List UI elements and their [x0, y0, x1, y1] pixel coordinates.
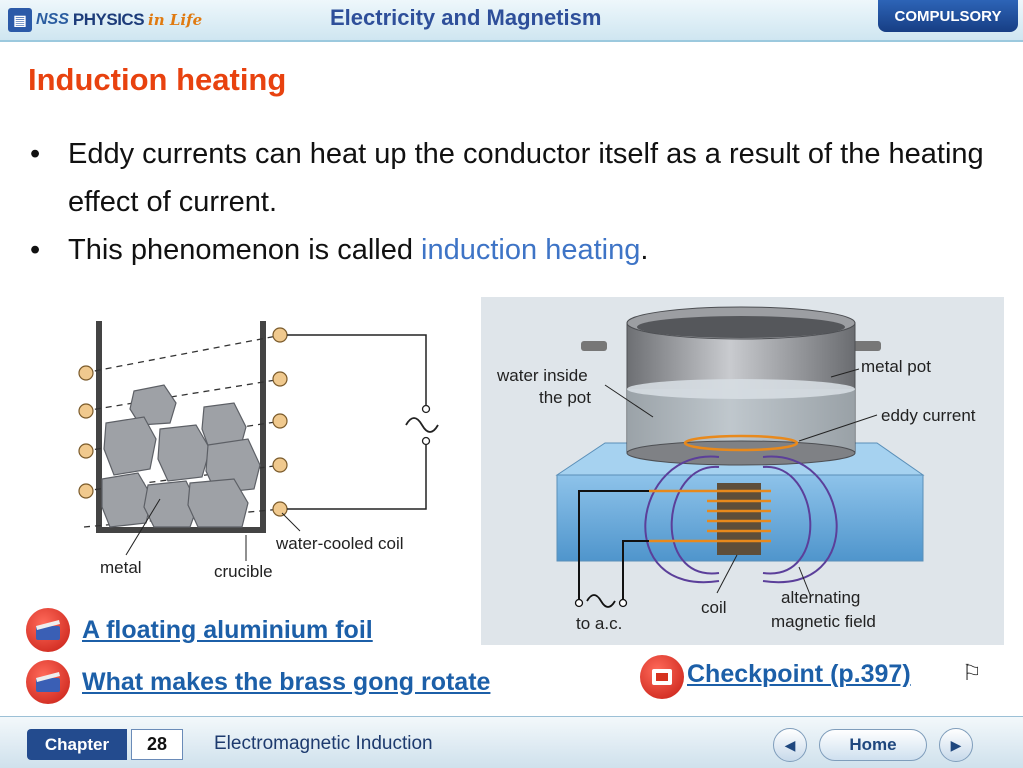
bullet-suffix: . — [640, 234, 649, 266]
top-header-bar: ▤ NSS PHYSICS in Life Electricity and Ma… — [0, 0, 1023, 42]
checkpoint-icon[interactable] — [640, 655, 684, 699]
arrow-left-icon: ◀ — [784, 736, 796, 753]
checkpoint-link[interactable]: Checkpoint (p.397) — [687, 660, 911, 688]
label-the-pot: the pot — [539, 388, 591, 407]
bullet-item: • This phenomenon is called induction he… — [30, 226, 990, 274]
next-button[interactable]: ▶ — [939, 728, 973, 762]
logo-in-life-text: in Life — [148, 11, 203, 29]
label-metal-pot: metal pot — [861, 357, 931, 376]
flag-icon[interactable]: ⚐ — [962, 660, 982, 685]
slide-title: Induction heating — [28, 62, 287, 97]
arrow-right-icon: ▶ — [950, 736, 962, 753]
compulsory-badge: COMPULSORY — [878, 0, 1018, 32]
furnace-diagram: metal crucible water-cooled coil — [64, 299, 456, 591]
label-water-cooled-coil: water-cooled coil — [275, 534, 404, 553]
chapter-number: 28 — [131, 729, 183, 760]
label-alternating: alternating — [781, 588, 860, 607]
bullet-prefix: This phenomenon is called — [68, 234, 422, 266]
bullet-text: Eddy currents can heat up the conductor … — [68, 138, 984, 218]
bullet-list: • Eddy currents can heat up the conducto… — [30, 130, 990, 274]
logo-nss-text: NSS — [36, 11, 69, 28]
previous-button[interactable]: ◀ — [773, 728, 807, 762]
nss-physics-logo: ▤ NSS PHYSICS in Life — [8, 4, 202, 36]
induction-cooker-diagram: water inside the pot metal pot eddy curr… — [481, 297, 1004, 645]
video-clapper-icon[interactable] — [26, 660, 70, 704]
video-link-brass-gong[interactable]: What makes the brass gong rotate — [26, 660, 490, 704]
bullet-text: This phenomenon is called induction heat… — [68, 226, 648, 274]
label-magnetic-field: magnetic field — [771, 612, 876, 631]
label-coil: coil — [701, 598, 727, 617]
bullet-item: • Eddy currents can heat up the conducto… — [30, 130, 990, 226]
highlight-term: induction heating — [421, 234, 641, 266]
section-title: Electricity and Magnetism — [330, 5, 602, 30]
bullet-dot-icon: • — [30, 234, 41, 266]
book-logo-icon: ▤ — [8, 8, 32, 32]
video-link-floating-foil[interactable]: A floating aluminium foil — [26, 608, 373, 652]
home-button[interactable]: Home — [819, 729, 927, 761]
chapter-name: Electromagnetic Induction — [214, 733, 433, 754]
furnace-diagram-svg: metal crucible water-cooled coil — [78, 321, 439, 581]
label-to-ac: to a.c. — [576, 614, 622, 633]
chapter-label: Chapter — [27, 729, 127, 760]
induction-cooker-diagram-svg: water inside the pot metal pot eddy curr… — [496, 306, 976, 633]
label-water-inside: water inside — [496, 366, 588, 385]
video-link-floating-foil-text[interactable]: A floating aluminium foil — [82, 615, 373, 644]
video-link-brass-gong-text[interactable]: What makes the brass gong rotate — [82, 667, 491, 696]
label-crucible: crucible — [214, 562, 273, 581]
label-metal: metal — [100, 558, 142, 577]
label-eddy-current: eddy current — [881, 406, 976, 425]
bullet-dot-icon: • — [30, 138, 41, 170]
video-clapper-icon[interactable] — [26, 608, 70, 652]
logo-physics-text: PHYSICS — [72, 10, 145, 29]
bottom-nav-bar: Chapter 28 Electromagnetic Induction ◀ H… — [0, 716, 1023, 768]
